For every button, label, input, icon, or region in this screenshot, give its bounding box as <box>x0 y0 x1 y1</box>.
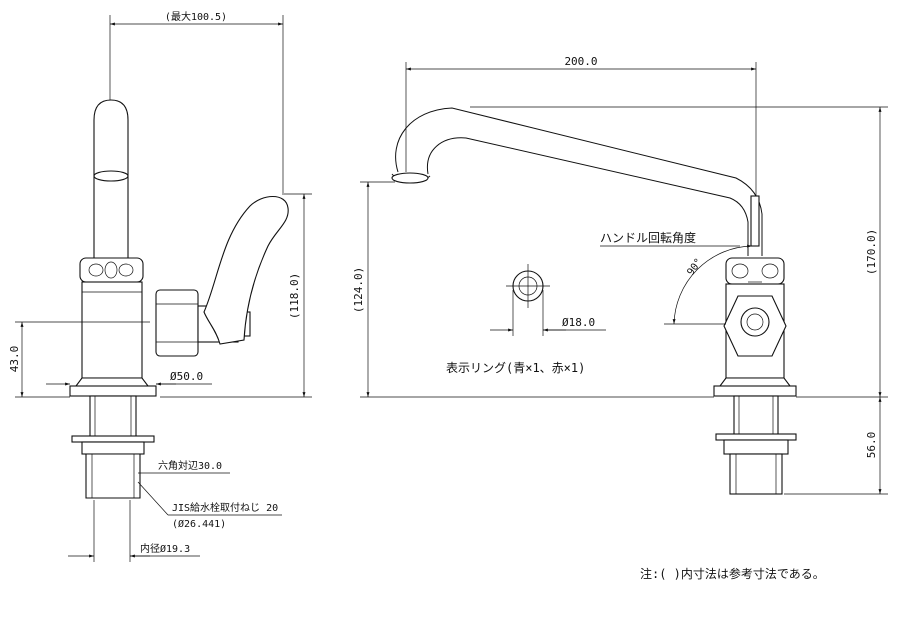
hex-30-label: 六角対辺30.0 <box>158 459 222 472</box>
spout-200-label: 200.0 <box>564 55 597 68</box>
side-view <box>69 99 289 499</box>
dia-50-label: Ø50.0 <box>170 370 203 383</box>
height-118-label: (118.0) <box>288 273 301 319</box>
depth-56-label: 56.0 <box>865 432 878 459</box>
side-view-dimensions <box>15 15 312 562</box>
ring-dia-label: Ø18.0 <box>562 316 595 329</box>
indicator-ring-detail <box>490 264 606 336</box>
indicator-ring-note: 表示リング(青×1、赤×1) <box>446 361 585 375</box>
jis-dia-label: (Ø26.441) <box>172 518 226 530</box>
angle-label: 90° <box>685 257 704 278</box>
handle-rotation-label: ハンドル回転角度 <box>600 230 696 245</box>
footnote: 注:( )内寸法は参考寸法である。 <box>640 566 825 581</box>
front-view-dimensions <box>360 62 888 495</box>
jis-thread-label: JIS給水栓取付ねじ 20 <box>172 501 278 514</box>
front-view <box>391 107 797 495</box>
height-124-label: (124.0) <box>352 267 365 313</box>
height-170-label: (170.0) <box>865 229 878 275</box>
inner-dia-label: 内径Ø19.3 <box>140 542 190 555</box>
max-width-label: (最大100.5) <box>165 10 227 23</box>
height-43-label: 43.0 <box>8 346 21 373</box>
